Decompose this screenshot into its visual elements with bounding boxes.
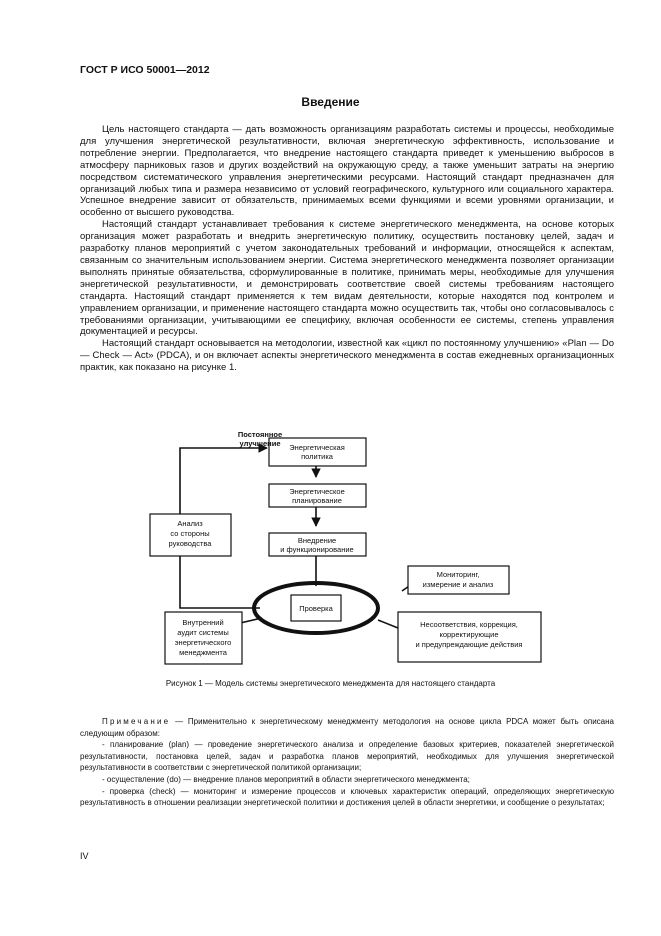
check-ellipse — [252, 581, 380, 635]
intro-paragraph-1: Цель настоящего стандарта — дать возможн… — [80, 124, 614, 219]
management-review-box — [149, 513, 232, 557]
internal-audit-label-3: энергетического — [175, 638, 232, 647]
monitoring-box — [407, 565, 510, 595]
note-block: Примечание — Применительно к энергетичес… — [80, 716, 614, 809]
check-to-review-line — [179, 556, 260, 609]
energy-policy-box — [268, 437, 367, 467]
note-item-check: - проверка (check) — мониторинг и измере… — [80, 786, 614, 808]
monitoring-label-2: измерение и анализ — [423, 580, 494, 589]
management-review-label-1: Анализ — [177, 519, 203, 528]
management-review-label-3: руководства — [169, 539, 213, 548]
internal-audit-label-2: аудит системы — [177, 628, 228, 637]
implementation-label-1: Внедрение — [298, 536, 336, 545]
energy-policy-label-2: политика — [301, 452, 334, 461]
energy-planning-label-1: Энергетическое — [289, 487, 345, 496]
monitoring-label-1: Мониторинг, — [437, 570, 480, 579]
section-title: Введение — [301, 95, 360, 109]
note-intro-text: — Применительно к энергетическому менедж… — [80, 717, 614, 738]
energy-planning-label-2: планирование — [292, 496, 342, 505]
note-item-do: - осуществление (do) — внедрение планов … — [102, 774, 470, 784]
management-review-label-2: со стороны — [170, 529, 209, 538]
improvement-arrow — [179, 443, 268, 514]
pdca-diagram: Постоянное улучшение Энергетическая поли… — [149, 430, 542, 665]
note-intro: Примечание — Применительно к энергетичес… — [80, 716, 614, 739]
check-label: Проверка — [299, 604, 333, 613]
intro-paragraph-3: Настоящий стандарт основывается на метод… — [80, 338, 614, 374]
nonconformities-label-2: корректирующие — [439, 630, 498, 639]
energy-planning-box — [268, 483, 367, 508]
internal-audit-label-1: Внутренний — [182, 618, 223, 627]
page-number: IV — [80, 851, 89, 861]
nonconformities-label-3: и предупреждающие действия — [416, 640, 523, 649]
document-header: ГОСТ Р ИСО 50001—2012 — [80, 64, 210, 76]
nonconformity-connector — [377, 619, 399, 629]
internal-audit-label-4: менеджмента — [179, 648, 228, 657]
nonconformities-label-1: Несоответствия, коррекция, — [420, 620, 518, 629]
internal-audit-box — [164, 611, 243, 665]
check-box — [290, 594, 342, 622]
nonconformities-box — [397, 611, 542, 663]
intro-paragraph-2: Настоящий стандарт устанавливает требова… — [80, 219, 614, 338]
implementation-box — [268, 532, 367, 557]
note-label: Примечание — [102, 717, 171, 726]
implementation-label-2: и функционирование — [280, 545, 353, 554]
improvement-label-2: улучшение — [240, 439, 281, 448]
intro-text: Цель настоящего стандарта — дать возможн… — [80, 124, 614, 374]
energy-policy-label-1: Энергетическая — [289, 443, 345, 452]
note-item-plan: - планирование (plan) — проведение энерг… — [80, 740, 614, 773]
improvement-label-1: Постоянное — [238, 430, 282, 439]
figure-caption: Рисунок 1 — Модель системы энергетическо… — [165, 679, 496, 688]
